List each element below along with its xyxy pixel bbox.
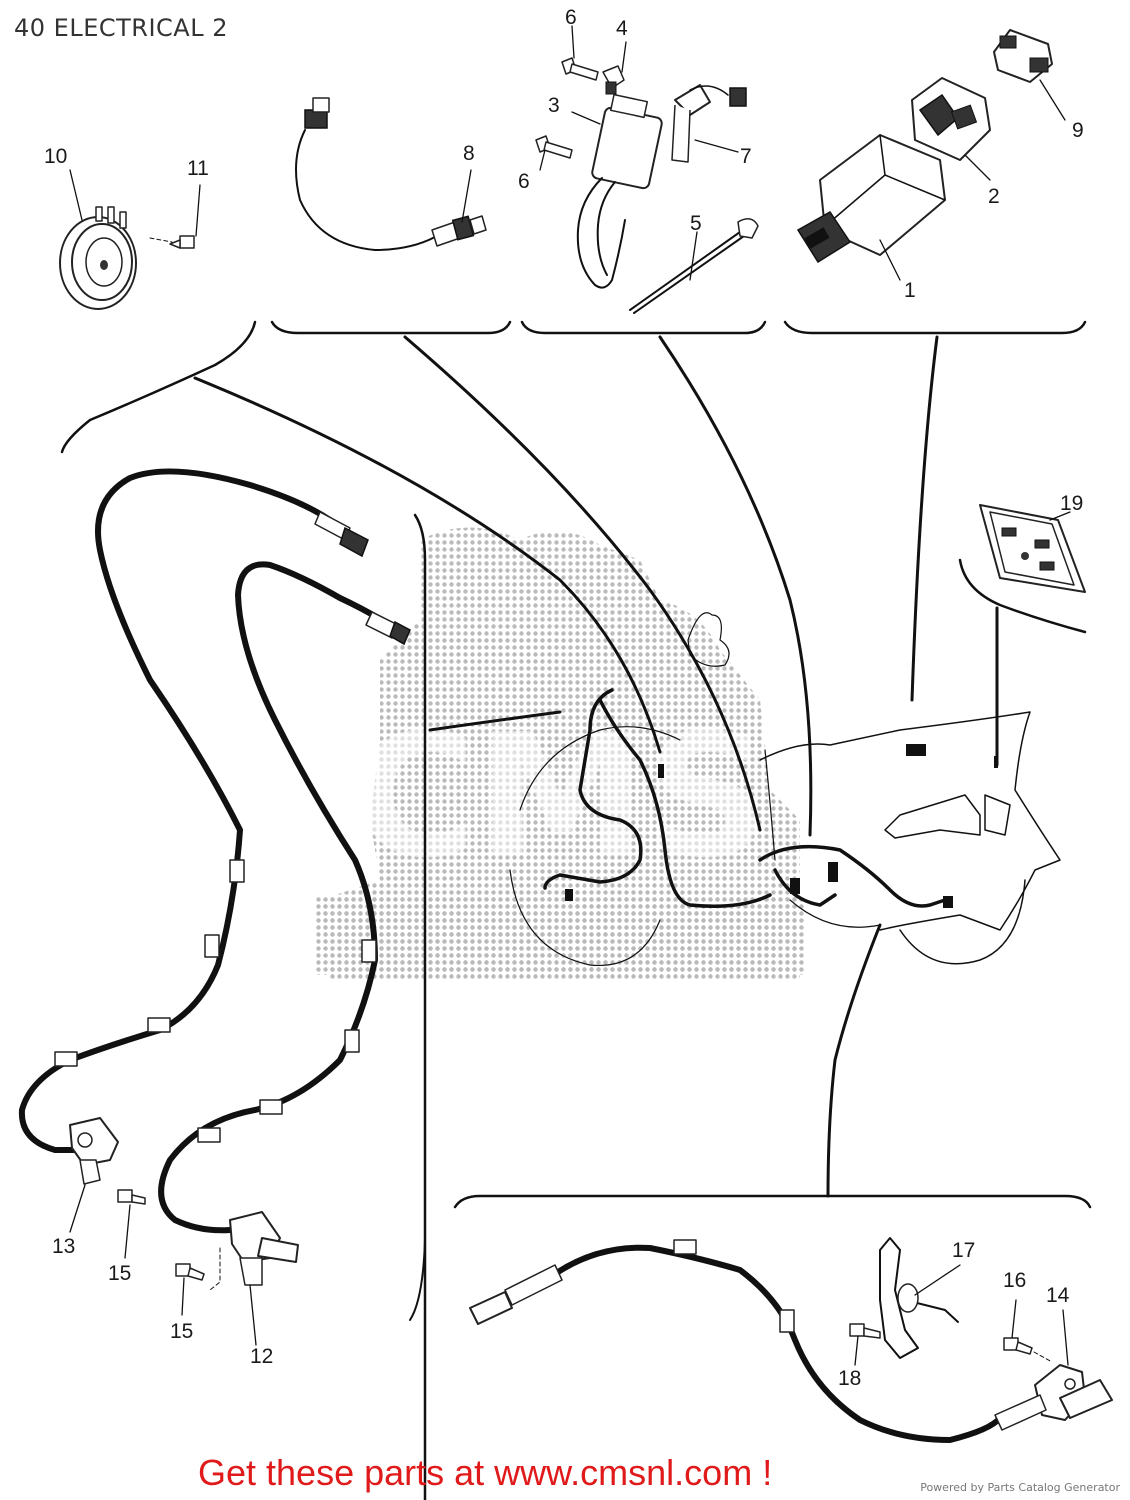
- callout-13[interactable]: 13: [52, 1235, 75, 1258]
- frame-outline: [509, 612, 1061, 967]
- callout-1[interactable]: 1: [904, 279, 916, 302]
- callout-2[interactable]: 2: [988, 185, 1000, 208]
- sensor-switch[interactable]: [295, 97, 487, 251]
- callout-numbers: 1 2 3 4 5 6 6 7 8 9 10 11 12 13 14 15 15…: [44, 6, 1084, 1390]
- callout-4[interactable]: 4: [616, 17, 628, 40]
- horn-bolt[interactable]: [169, 235, 195, 249]
- sensor-bolt-lower[interactable]: [175, 1263, 205, 1281]
- callout-16[interactable]: 16: [1003, 1269, 1026, 1292]
- clamp-bolt[interactable]: [849, 1323, 881, 1339]
- callout-18[interactable]: 18: [838, 1367, 861, 1390]
- callout-7[interactable]: 7: [740, 145, 752, 168]
- watermark-logo: CMS: [315, 527, 805, 980]
- sensor-bolt-upper[interactable]: [117, 1189, 146, 1205]
- wire-harness[interactable]: [543, 688, 953, 908]
- ignition-coil[interactable]: [576, 84, 747, 289]
- group-brackets: [60, 320, 1092, 1500]
- page-title: 40 ELECTRICAL 2: [14, 14, 228, 42]
- coil-bolt-lower[interactable]: [535, 135, 573, 159]
- callout-6-upper[interactable]: 6: [565, 6, 577, 29]
- callout-3[interactable]: 3: [548, 94, 560, 117]
- small-relay[interactable]: [993, 29, 1053, 83]
- front-sensor-lead-right[interactable]: [158, 561, 411, 1291]
- callout-15-lower[interactable]: 15: [170, 1320, 193, 1343]
- rear-sensor-lead[interactable]: [469, 1239, 1113, 1443]
- callout-10[interactable]: 10: [44, 145, 67, 168]
- callout-14[interactable]: 14: [1046, 1284, 1070, 1307]
- callout-6-lower[interactable]: 6: [518, 170, 530, 193]
- coil-bracket[interactable]: [602, 65, 625, 95]
- leader-lines: [193, 335, 999, 1198]
- cmsnl-parts-link[interactable]: Get these parts at www.cmsnl.com !: [198, 1452, 773, 1493]
- callout-15-upper[interactable]: 15: [108, 1262, 131, 1285]
- callout-19[interactable]: 19: [1060, 492, 1083, 515]
- callout-12[interactable]: 12: [250, 1345, 273, 1368]
- coil-bolt-upper[interactable]: [561, 57, 599, 81]
- callout-9[interactable]: 9: [1072, 119, 1084, 142]
- control-unit[interactable]: [796, 134, 946, 264]
- watermark-text: CMS: [352, 698, 768, 896]
- regulator-plate[interactable]: [979, 504, 1086, 593]
- sensor-clamp[interactable]: [879, 1237, 959, 1359]
- callout-leaders: [69, 25, 1071, 1366]
- powered-by-label: Powered by Parts Catalog Generator: [920, 1481, 1120, 1494]
- callout-8[interactable]: 8: [463, 142, 475, 165]
- relay-unit[interactable]: [911, 77, 991, 161]
- front-sensor-lead-left[interactable]: [18, 468, 369, 1185]
- callout-11[interactable]: 11: [187, 157, 209, 180]
- callout-17[interactable]: 17: [952, 1239, 975, 1262]
- cable-tie[interactable]: [629, 218, 759, 314]
- rear-sensor-bolt[interactable]: [1003, 1337, 1053, 1363]
- horn[interactable]: [59, 206, 173, 310]
- callout-5[interactable]: 5: [690, 212, 702, 235]
